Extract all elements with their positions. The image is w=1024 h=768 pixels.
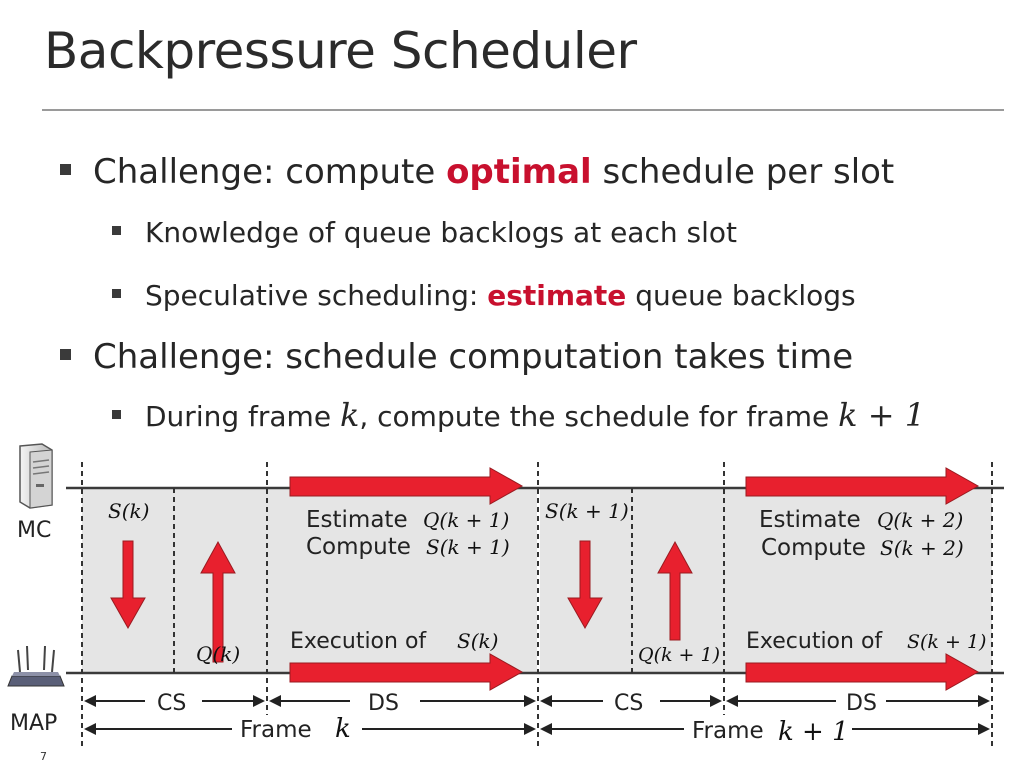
arrowhead [524,695,536,707]
bullet-text: , compute the schedule for frame [359,400,839,433]
label-s-k: S(k) [108,499,149,523]
bullet-text: schedule per slot [591,152,895,192]
execution-value-1: S(k) [457,629,498,653]
arrow-right-compute-1 [289,467,524,505]
compute-word-1: Compute [306,534,411,560]
frame-word-2: Frame [692,718,764,744]
highlight-optimal: optimal [446,152,592,192]
cs-label-2: CS [614,691,643,716]
bullet-text: Challenge: schedule computation takes ti… [93,337,854,377]
mc-label: MC [17,518,51,543]
bullet-challenge-optimal: Challenge: compute optimal schedule per … [60,152,894,192]
label-q-k: Q(k) [196,642,240,666]
frame-var-2: k + 1 [778,717,849,747]
math-k: k [339,396,360,434]
arrow-right-compute-2 [745,467,980,505]
arrowhead [710,695,722,707]
compute-word-2: Compute [761,535,866,561]
slide-number: 7 [40,750,47,763]
arrow-right-execute-2 [745,653,980,691]
arrow-down-schedule-2 [567,540,603,630]
bullet-text: queue backlogs [626,279,856,312]
label-s-k1: S(k + 1) [545,499,629,523]
bullet-challenge-time: Challenge: schedule computation takes ti… [60,337,853,377]
bullet-speculative: Speculative scheduling: estimate queue b… [112,279,856,312]
execution-value-2: S(k + 1) [907,631,986,653]
arrow-down-schedule-1 [110,540,146,630]
estimate-value-1: Q(k + 1) [423,508,509,532]
arrowhead [84,723,96,735]
highlight-estimate: estimate [487,279,627,312]
arrowhead [540,723,552,735]
cs-label-1: CS [157,691,186,716]
compute-value-2: S(k + 2) [880,536,964,560]
arrow-up-backlog-1 [200,540,236,663]
arrowhead [540,695,552,707]
bullet-knowledge: Knowledge of queue backlogs at each slot [112,216,737,249]
arrowhead [84,695,96,707]
arrow-up-backlog-2 [657,540,693,641]
bullet-text: Challenge: compute [93,152,447,192]
bullet-square-icon [112,225,121,235]
estimate-word-1: Estimate [306,507,408,533]
bullet-square-icon [112,288,121,298]
arrowhead [978,723,990,735]
bullet-square-icon [60,349,71,360]
bullet-text: Knowledge of queue backlogs at each slot [145,216,737,249]
frame-word-1: Frame [240,717,312,743]
bullet-square-icon [60,164,71,175]
compute-value-1: S(k + 1) [426,535,510,559]
estimate-word-2: Estimate [759,507,861,533]
frame-var-1: k [335,714,351,744]
server-icon [19,443,53,509]
arrow-right-execute-1 [289,653,524,691]
router-icon [7,645,65,687]
arrowhead [269,695,281,707]
bullet-square-icon [112,409,121,419]
execution-word-1: Execution of [290,629,427,654]
arrowhead [524,723,536,735]
bullet-text: During frame [145,400,340,433]
frame-background-1 [82,488,537,673]
bullet-during-frame: During frame k, compute the schedule for… [112,396,925,434]
slide-title: Backpressure Scheduler [44,22,637,80]
arrowhead [726,695,738,707]
frame-background-2 [540,488,992,673]
ds-label-1: DS [368,691,399,716]
arrowhead [978,695,990,707]
ds-label-2: DS [846,691,877,716]
label-q-k1: Q(k + 1) [638,644,720,666]
arrowhead [253,695,265,707]
math-k-plus-1: k + 1 [838,396,926,434]
map-label: MAP [10,711,57,736]
execution-word-2: Execution of [746,629,883,654]
title-divider [42,109,1004,111]
bullet-text: Speculative scheduling: [145,279,488,312]
estimate-value-2: Q(k + 2) [877,508,963,532]
